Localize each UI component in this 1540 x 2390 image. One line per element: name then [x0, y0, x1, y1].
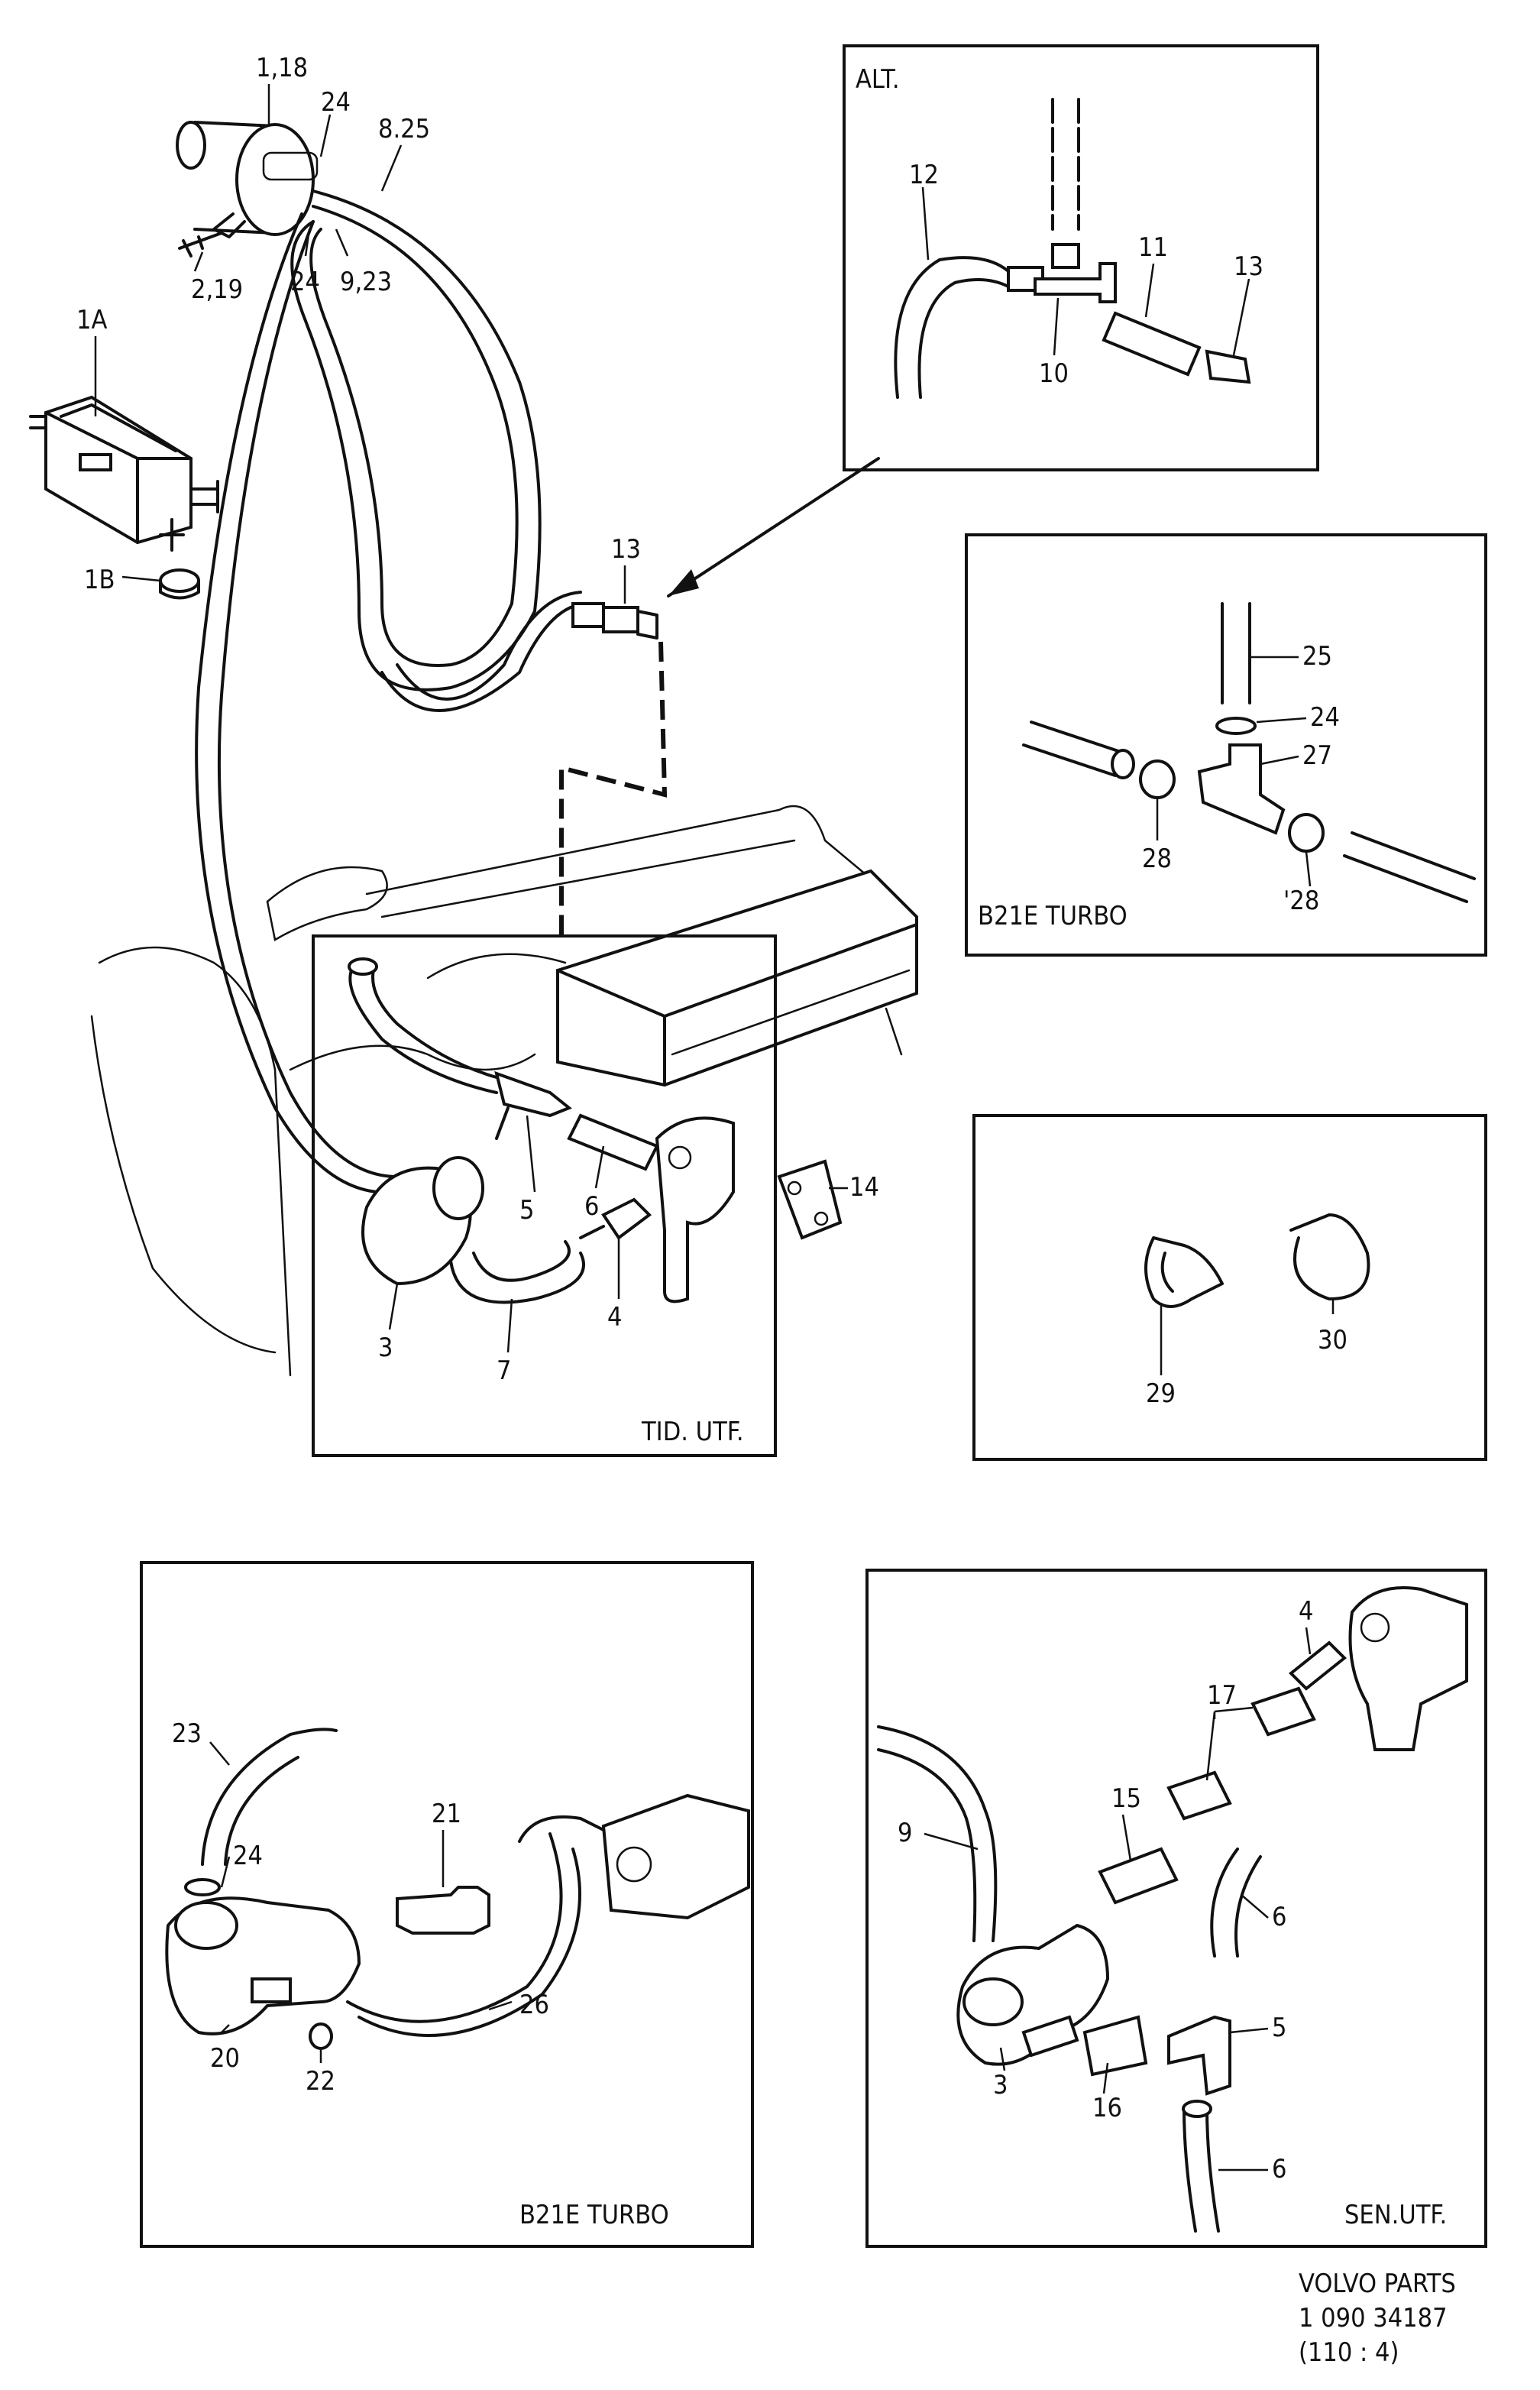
clip-part-24 — [1215, 717, 1257, 735]
panel-sen-utf — [865, 1569, 1487, 2248]
callout-24-bottom: 24 — [290, 267, 320, 297]
panel-title-tid-utf: TID. UTF. — [641, 1417, 744, 1447]
engine-outline — [90, 805, 918, 1377]
clamp-part-22 — [309, 2022, 333, 2050]
panel-frame — [965, 533, 1487, 957]
callout-20: 20 — [210, 2043, 240, 2074]
hose-part-6a — [1210, 1848, 1262, 1958]
callout-24-bottom-panel: 24 — [233, 1841, 263, 1871]
clamp-part-28a — [1139, 759, 1176, 799]
panel-frame — [140, 1561, 754, 2248]
panel-frame — [843, 44, 1319, 471]
callout-25: 25 — [1302, 641, 1332, 672]
valve-part-1A — [29, 395, 219, 552]
panel-tid-utf — [312, 934, 843, 1457]
callout-5: 5 — [519, 1195, 534, 1226]
callout-15: 15 — [1111, 1783, 1141, 1814]
hose-part-11 — [1102, 311, 1202, 377]
callout-23: 23 — [172, 1718, 202, 1749]
clip-part-24 — [184, 1878, 221, 1896]
thermostat-housing-part-3 — [956, 1923, 1110, 2066]
footer-part-number: 1 090 34187 — [1299, 2303, 1448, 2333]
cap-part-1B — [159, 568, 200, 600]
pipe-part-15 — [1098, 1847, 1179, 1905]
callout-1B: 1B — [84, 565, 115, 595]
tee-part-5 — [494, 1070, 572, 1118]
clamp-part-30 — [1289, 1213, 1370, 1300]
panel-alt — [843, 44, 1319, 471]
panel-title-b21e-turbo-top: B21E TURBO — [978, 901, 1128, 931]
callout-24-turbo: 24 — [1310, 702, 1340, 733]
leader-lines — [94, 84, 1335, 2171]
callout-17: 17 — [1207, 1680, 1237, 1711]
footer-code: (110 : 4) — [1299, 2337, 1399, 2368]
sender-part-4 — [1289, 1640, 1347, 1691]
panel-title-alt: ALT. — [856, 64, 900, 95]
callout-labels: 1,18 24 8.25 2,19 24 9,23 1A 1B 13 5 6 3… — [76, 53, 1456, 2368]
panel-b21e-turbo-top — [965, 533, 1487, 957]
panel-frame — [972, 1114, 1487, 1461]
callout-30: 30 — [1318, 1325, 1348, 1355]
nipple-part-13 — [1205, 349, 1251, 384]
callout-21: 21 — [432, 1799, 461, 1829]
callout-28-left: 28 — [1142, 844, 1172, 874]
panel-title-b21e-turbo-bottom: B21E TURBO — [519, 2200, 669, 2230]
sender-part-4 — [601, 1197, 652, 1240]
callout-29: 29 — [1146, 1378, 1176, 1409]
hose-part-8 — [290, 189, 542, 691]
callout-10: 10 — [1039, 358, 1069, 389]
callout-7: 7 — [497, 1355, 511, 1386]
tee-part-5 — [1167, 2015, 1231, 2096]
callout-13-main: 13 — [611, 534, 641, 565]
callout-22: 22 — [306, 2066, 335, 2097]
callout-1A: 1A — [76, 305, 107, 335]
callout-3-sen: 3 — [993, 2070, 1008, 2100]
hose-part-6 — [567, 1113, 659, 1171]
callout-6-upper: 6 — [1272, 1902, 1286, 1932]
callout-2-19: 2,19 — [191, 274, 243, 305]
tee-part-27 — [1197, 743, 1286, 835]
footer-brand: VOLVO PARTS — [1299, 2269, 1456, 2299]
callout-12: 12 — [909, 160, 939, 190]
clip-part-29 — [1144, 1236, 1224, 1308]
callout-6-lower: 6 — [1272, 2154, 1286, 2184]
hose-part-17b — [1250, 1686, 1316, 1737]
clamp-part-28b — [1288, 813, 1325, 853]
panel-frame — [865, 1569, 1487, 2248]
callout-11: 11 — [1138, 232, 1168, 263]
callout-24-top: 24 — [321, 87, 351, 118]
hose-part-16 — [1082, 2015, 1148, 2077]
callout-6: 6 — [584, 1191, 599, 1222]
callout-3: 3 — [378, 1333, 393, 1363]
nipple-part-21 — [396, 1886, 490, 1935]
canister-part-1 — [176, 121, 319, 238]
panel-frame — [312, 934, 777, 1457]
callout-28-right: '28 — [1283, 886, 1319, 916]
callout-1-18: 1,18 — [256, 53, 308, 83]
callout-8-25: 8.25 — [378, 114, 430, 144]
callout-4: 4 — [607, 1302, 622, 1333]
main-assembly — [29, 121, 918, 1377]
gasket-part-14 — [777, 1159, 843, 1240]
nipple-part-13 — [571, 602, 658, 640]
hose-part-17a — [1166, 1770, 1232, 1821]
callout-16: 16 — [1092, 2093, 1122, 2123]
callout-26: 26 — [519, 1990, 549, 2020]
screw-part-2 — [178, 232, 223, 257]
callout-27: 27 — [1302, 740, 1332, 771]
panel-clamps — [972, 1114, 1487, 1461]
callout-4-sen: 4 — [1299, 1596, 1313, 1627]
panel-b21e-turbo-bottom — [140, 1561, 754, 2248]
panel-title-sen-utf: SEN.UTF. — [1344, 2200, 1447, 2230]
tee-part-10 — [1034, 262, 1117, 303]
callout-9: 9 — [898, 1818, 912, 1848]
hose-part-9 — [195, 212, 399, 1194]
callout-5-sen: 5 — [1272, 2013, 1286, 2043]
callout-14: 14 — [849, 1172, 879, 1203]
callout-13-alt: 13 — [1234, 251, 1263, 282]
hose-part-6b — [1182, 2107, 1220, 2233]
callout-9-23: 9,23 — [340, 267, 392, 297]
